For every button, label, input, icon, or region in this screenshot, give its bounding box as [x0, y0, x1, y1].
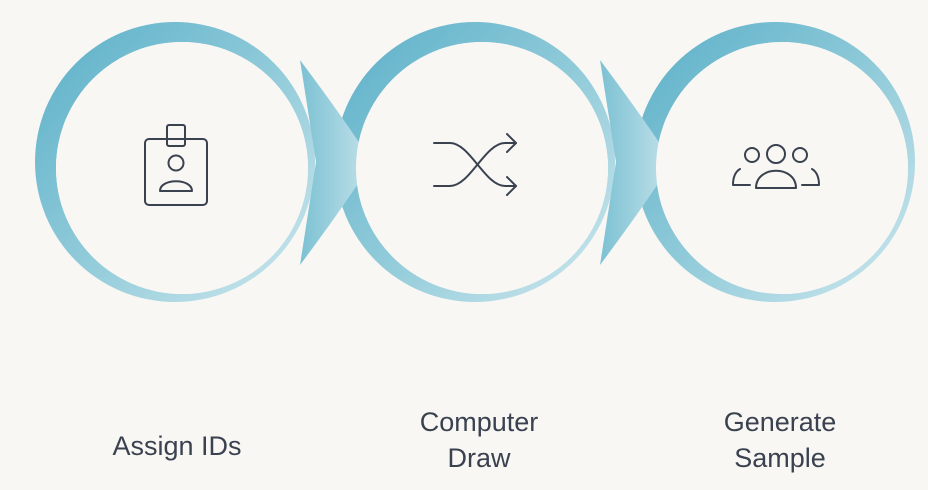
shuffle-icon [433, 133, 517, 196]
arrow-connector-1 [300, 60, 372, 265]
step-2-face [356, 42, 608, 294]
step-1-label: Assign IDs [112, 431, 242, 461]
step-2-label: Computer Draw [419, 407, 539, 473]
id-badge-icon [144, 124, 208, 206]
step-3-label: Generate Sample [723, 407, 837, 473]
arrow-connector-2 [600, 60, 672, 265]
group-icon [732, 144, 820, 189]
step-3-face [656, 42, 908, 294]
